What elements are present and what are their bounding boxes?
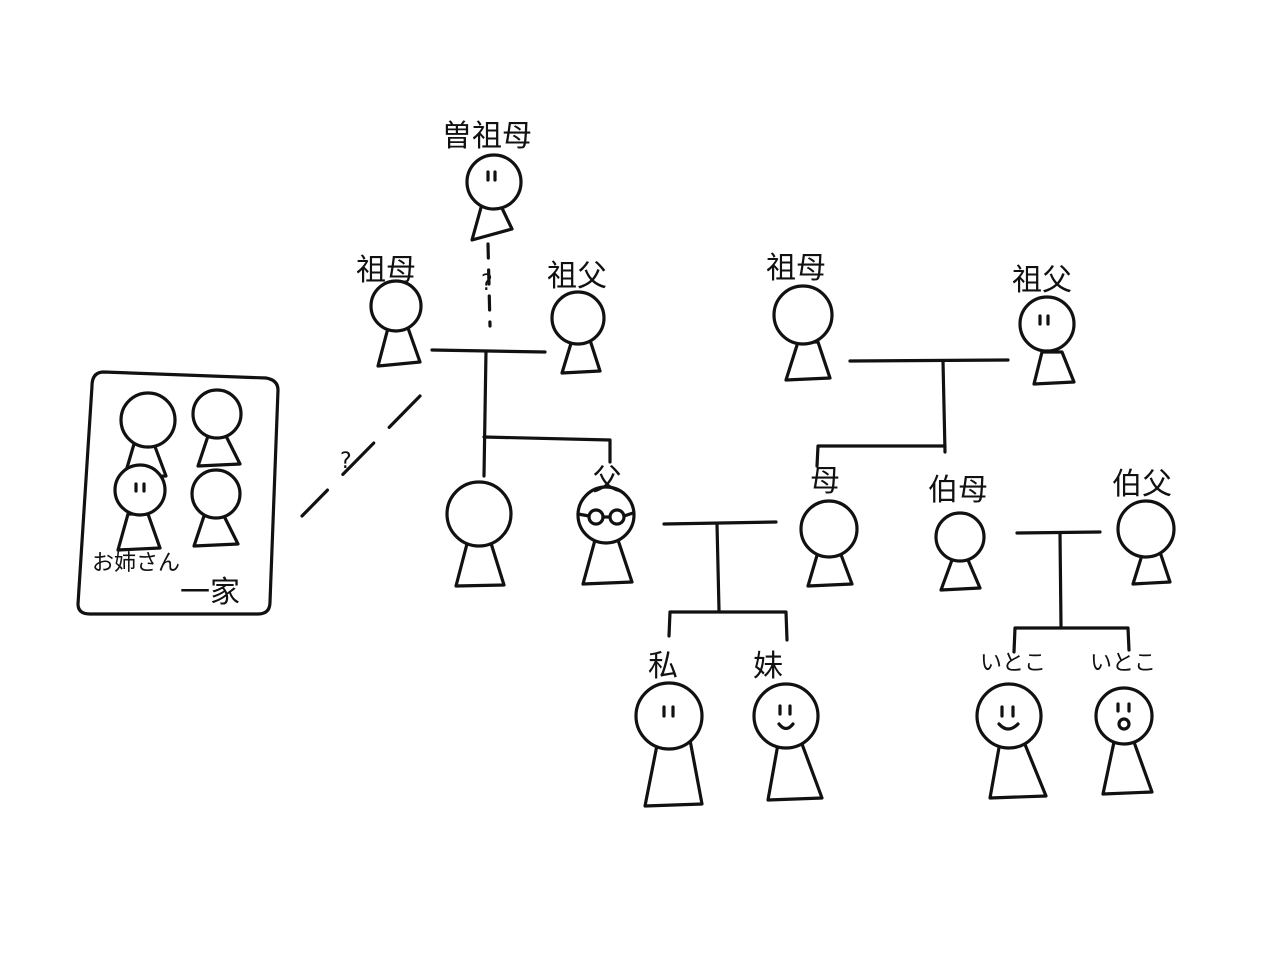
paternal-children-line <box>482 435 612 464</box>
person-cousin-2 <box>1094 686 1154 796</box>
uncle-label: 伯父 <box>1112 467 1172 502</box>
person-me <box>634 681 704 808</box>
father-label: 父 <box>592 463 622 498</box>
maternal-descent-line <box>941 359 947 454</box>
person-paternal-grandfather <box>550 290 606 375</box>
person-cousin-1 <box>975 682 1048 800</box>
person-sister <box>752 682 824 802</box>
person-paternal-grandmother <box>369 279 423 368</box>
cousin-1-label: いとこ <box>980 651 1046 676</box>
sister-label: 妹 <box>753 649 783 684</box>
sister-family-dashed-link <box>300 394 422 518</box>
unknown-link-mark-2: ? <box>340 449 352 474</box>
person-paternal-sibling <box>445 480 513 588</box>
person-mother <box>799 499 859 588</box>
person-maternal-grandfather <box>1018 295 1076 386</box>
parents-marriage-line <box>662 520 778 526</box>
person-aunt <box>934 511 986 592</box>
paternal-grandmother-label: 祖母 <box>356 253 416 288</box>
parents-children-line <box>667 610 789 642</box>
great-grandmother-label: 曽祖母 <box>442 119 532 154</box>
cousin-2-label: いとこ <box>1090 651 1156 676</box>
me-label: 私 <box>648 649 678 684</box>
person-great-grandmother <box>465 153 523 242</box>
maternal-grandfather-label: 祖父 <box>1012 263 1072 298</box>
maternal-children-line <box>815 444 947 468</box>
sister-family-label-line2: 一家 <box>180 575 240 610</box>
sister-family-label-line1: お姉さん <box>92 551 180 576</box>
person-maternal-grandmother <box>772 284 834 382</box>
aunt-uncle-descent-line <box>1058 531 1063 628</box>
paternal-grandfather-label: 祖父 <box>547 259 607 294</box>
person-father <box>576 485 636 586</box>
aunt-label: 伯母 <box>928 473 988 508</box>
cousins-line <box>1012 626 1131 654</box>
maternal-grandparents-marriage-line <box>848 358 1010 363</box>
maternal-grandmother-label: 祖母 <box>766 251 826 286</box>
sister-family-box <box>76 370 280 616</box>
person-uncle <box>1116 499 1176 586</box>
connector-lines <box>300 242 1131 654</box>
paternal-grandparents-marriage-line <box>430 348 547 354</box>
great-grandmother-dotted-link <box>486 242 492 328</box>
paternal-descent-line <box>482 349 488 478</box>
parents-descent-line <box>715 522 721 612</box>
unknown-link-mark-1: ? <box>481 271 493 296</box>
mother-label: 母 <box>810 464 840 499</box>
